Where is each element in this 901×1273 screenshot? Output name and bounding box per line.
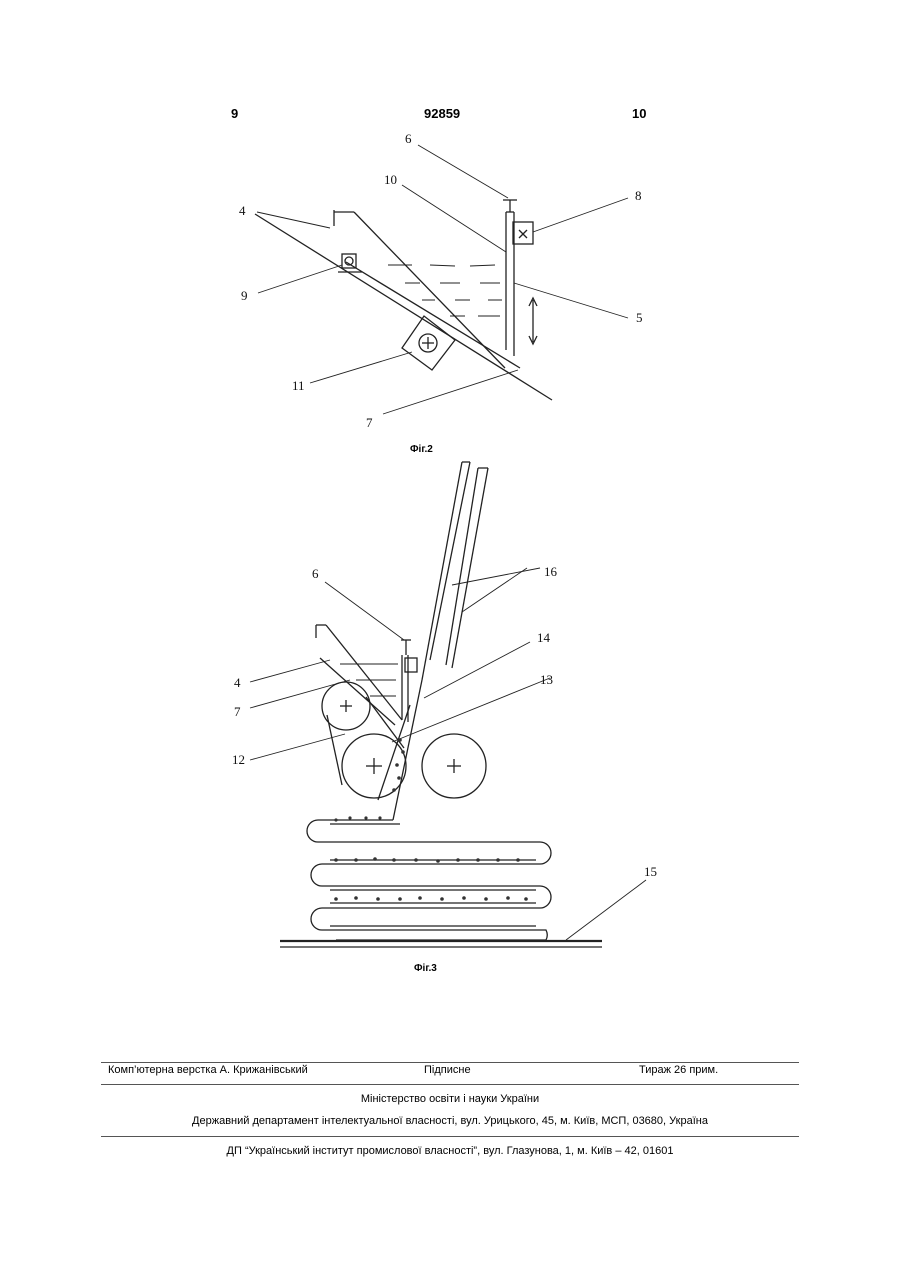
typesetting-credit: Комп’ютерна верстка А. Крижанівський (108, 1064, 308, 1076)
circulation-note: Тираж 26 прим. (639, 1064, 718, 1076)
fig3-label-12: 12 (232, 752, 245, 767)
fig3-label-13: 13 (540, 672, 553, 687)
fig3-label-4: 4 (234, 675, 241, 690)
institute-line: ДП “Український інститут промислової вла… (101, 1145, 799, 1157)
footer-rule-middle (101, 1084, 799, 1085)
footer-rule-bottom (101, 1136, 799, 1137)
fig3-label-6: 6 (312, 566, 319, 581)
ministry-line: Міністерство освіти і науки України (101, 1093, 799, 1105)
footer-rule-top (101, 1062, 799, 1063)
fig3-label-15: 15 (644, 864, 657, 879)
fig3-label-14: 14 (537, 630, 551, 645)
department-line: Державний департамент інтелектуальної вл… (101, 1115, 799, 1127)
signed-note: Підписне (424, 1064, 471, 1076)
fig3-label-7: 7 (234, 704, 241, 719)
fig3-label-16: 16 (544, 564, 558, 579)
figure-3-caption: Фіг.3 (414, 963, 437, 974)
